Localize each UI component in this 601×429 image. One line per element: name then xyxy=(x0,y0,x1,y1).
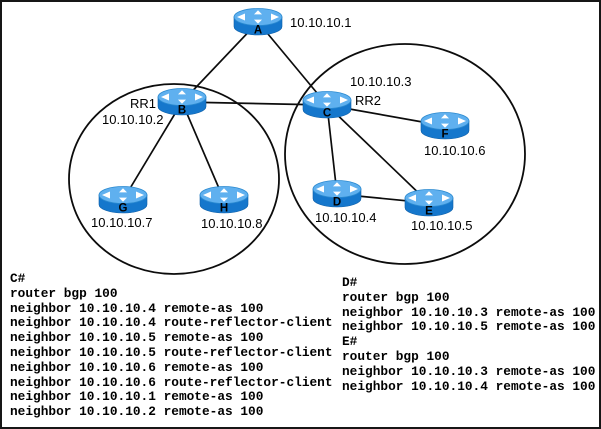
network-diagram: A B C D E F G H 10.10.10.1 RR1 10.10.10.… xyxy=(68,8,526,275)
link-b-g xyxy=(122,101,183,201)
router-letter-d: D xyxy=(333,197,341,209)
role-label-rr1: RR1 xyxy=(130,96,156,111)
router-letter-a: A xyxy=(254,25,262,37)
config-line: neighbor 10.10.10.4 remote-as 100 xyxy=(342,378,596,394)
config-line: neighbor 10.10.10.1 remote-as 100 xyxy=(10,389,264,405)
ip-label-e: 10.10.10.5 xyxy=(411,218,472,233)
config-line: neighbor 10.10.10.4 route-reflector-clie… xyxy=(10,315,333,331)
rr1-cluster-ellipse xyxy=(68,83,280,275)
node-labels: 10.10.10.1 RR1 10.10.10.2 10.10.10.3 RR2… xyxy=(91,15,485,233)
ip-label-f: 10.10.10.6 xyxy=(424,143,485,158)
config-line: neighbor 10.10.10.5 route-reflector-clie… xyxy=(10,344,333,360)
config-block-routers-d-e: D# router bgp 100 neighbor 10.10.10.3 re… xyxy=(342,275,596,394)
config-line: neighbor 10.10.10.3 remote-as 100 xyxy=(342,304,596,320)
link-c-d xyxy=(326,104,338,195)
config-line: neighbor 10.10.10.6 remote-as 100 xyxy=(10,359,264,375)
config-line: neighbor 10.10.10.6 route-reflector-clie… xyxy=(10,374,333,390)
link-a-b xyxy=(181,21,259,103)
router-letter-e: E xyxy=(425,206,433,218)
config-line: neighbor 10.10.10.3 remote-as 100 xyxy=(342,363,596,379)
config-line: neighbor 10.10.10.5 remote-as 100 xyxy=(10,330,264,346)
router-letter-b: B xyxy=(178,105,186,117)
config-prompt-d: D# xyxy=(342,275,358,290)
rr2-cluster-ellipse xyxy=(284,43,526,265)
ip-label-h: 10.10.10.8 xyxy=(201,216,262,231)
config-prompt-e: E# xyxy=(342,334,358,350)
router-letter-g: G xyxy=(119,203,128,215)
config-prompt-c: C# xyxy=(10,271,26,286)
router-letter-f: F xyxy=(441,129,448,141)
router-nodes: A B C D E F G H xyxy=(98,8,470,218)
ip-label-b: 10.10.10.2 xyxy=(102,112,163,127)
config-line: neighbor 10.10.10.4 remote-as 100 xyxy=(10,300,264,316)
config-block-router-c: C# router bgp 100 neighbor 10.10.10.4 re… xyxy=(10,271,333,420)
link-a-c xyxy=(257,21,328,106)
config-line: router bgp 100 xyxy=(342,289,450,305)
config-line: neighbor 10.10.10.2 remote-as 100 xyxy=(10,404,264,420)
config-line: neighbor 10.10.10.5 remote-as 100 xyxy=(342,319,596,335)
config-line: router bgp 100 xyxy=(342,348,450,364)
ip-label-a: 10.10.10.1 xyxy=(290,15,351,30)
router-letter-c: C xyxy=(323,108,331,120)
ip-label-g: 10.10.10.7 xyxy=(91,215,152,230)
link-c-e xyxy=(326,104,430,204)
router-letter-h: H xyxy=(220,203,228,215)
config-line: router bgp 100 xyxy=(10,285,118,301)
ip-label-d: 10.10.10.4 xyxy=(315,210,376,225)
link-b-h xyxy=(181,101,225,201)
role-label-rr2: RR2 xyxy=(355,93,381,108)
ip-label-c: 10.10.10.3 xyxy=(350,74,411,89)
